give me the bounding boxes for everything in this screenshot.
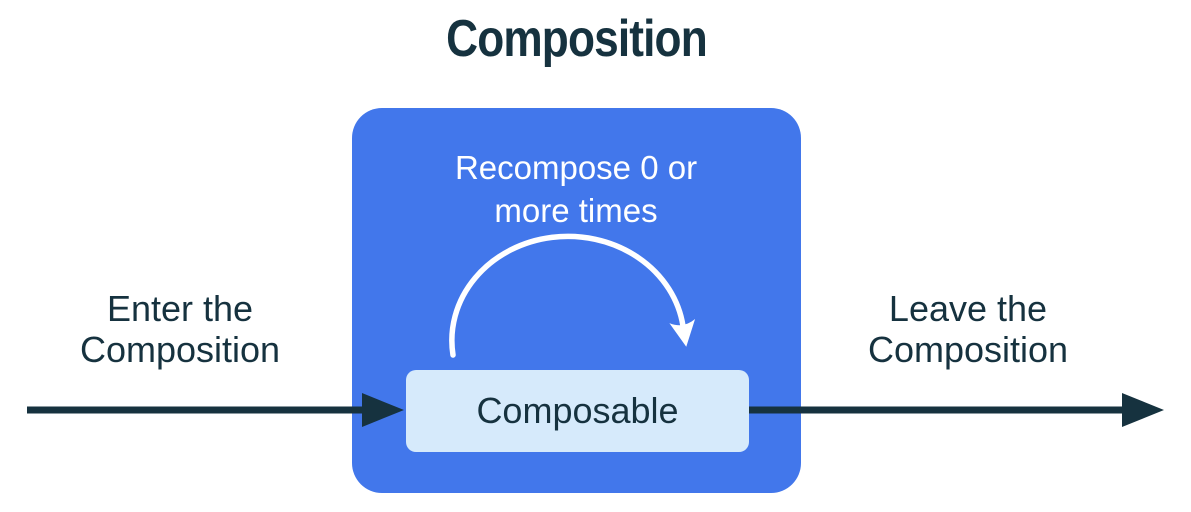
composable-box: Composable [406, 370, 749, 452]
leave-arrow-icon [749, 393, 1164, 427]
leave-composition-label: Leave the Composition [867, 288, 1069, 370]
diagram-title: Composition [446, 10, 708, 68]
composable-label: Composable [476, 390, 679, 431]
enter-composition-label: Enter the Composition [79, 288, 281, 370]
recompose-label: Recompose 0 or more times [454, 149, 698, 229]
enter-arrow-icon [27, 393, 404, 427]
